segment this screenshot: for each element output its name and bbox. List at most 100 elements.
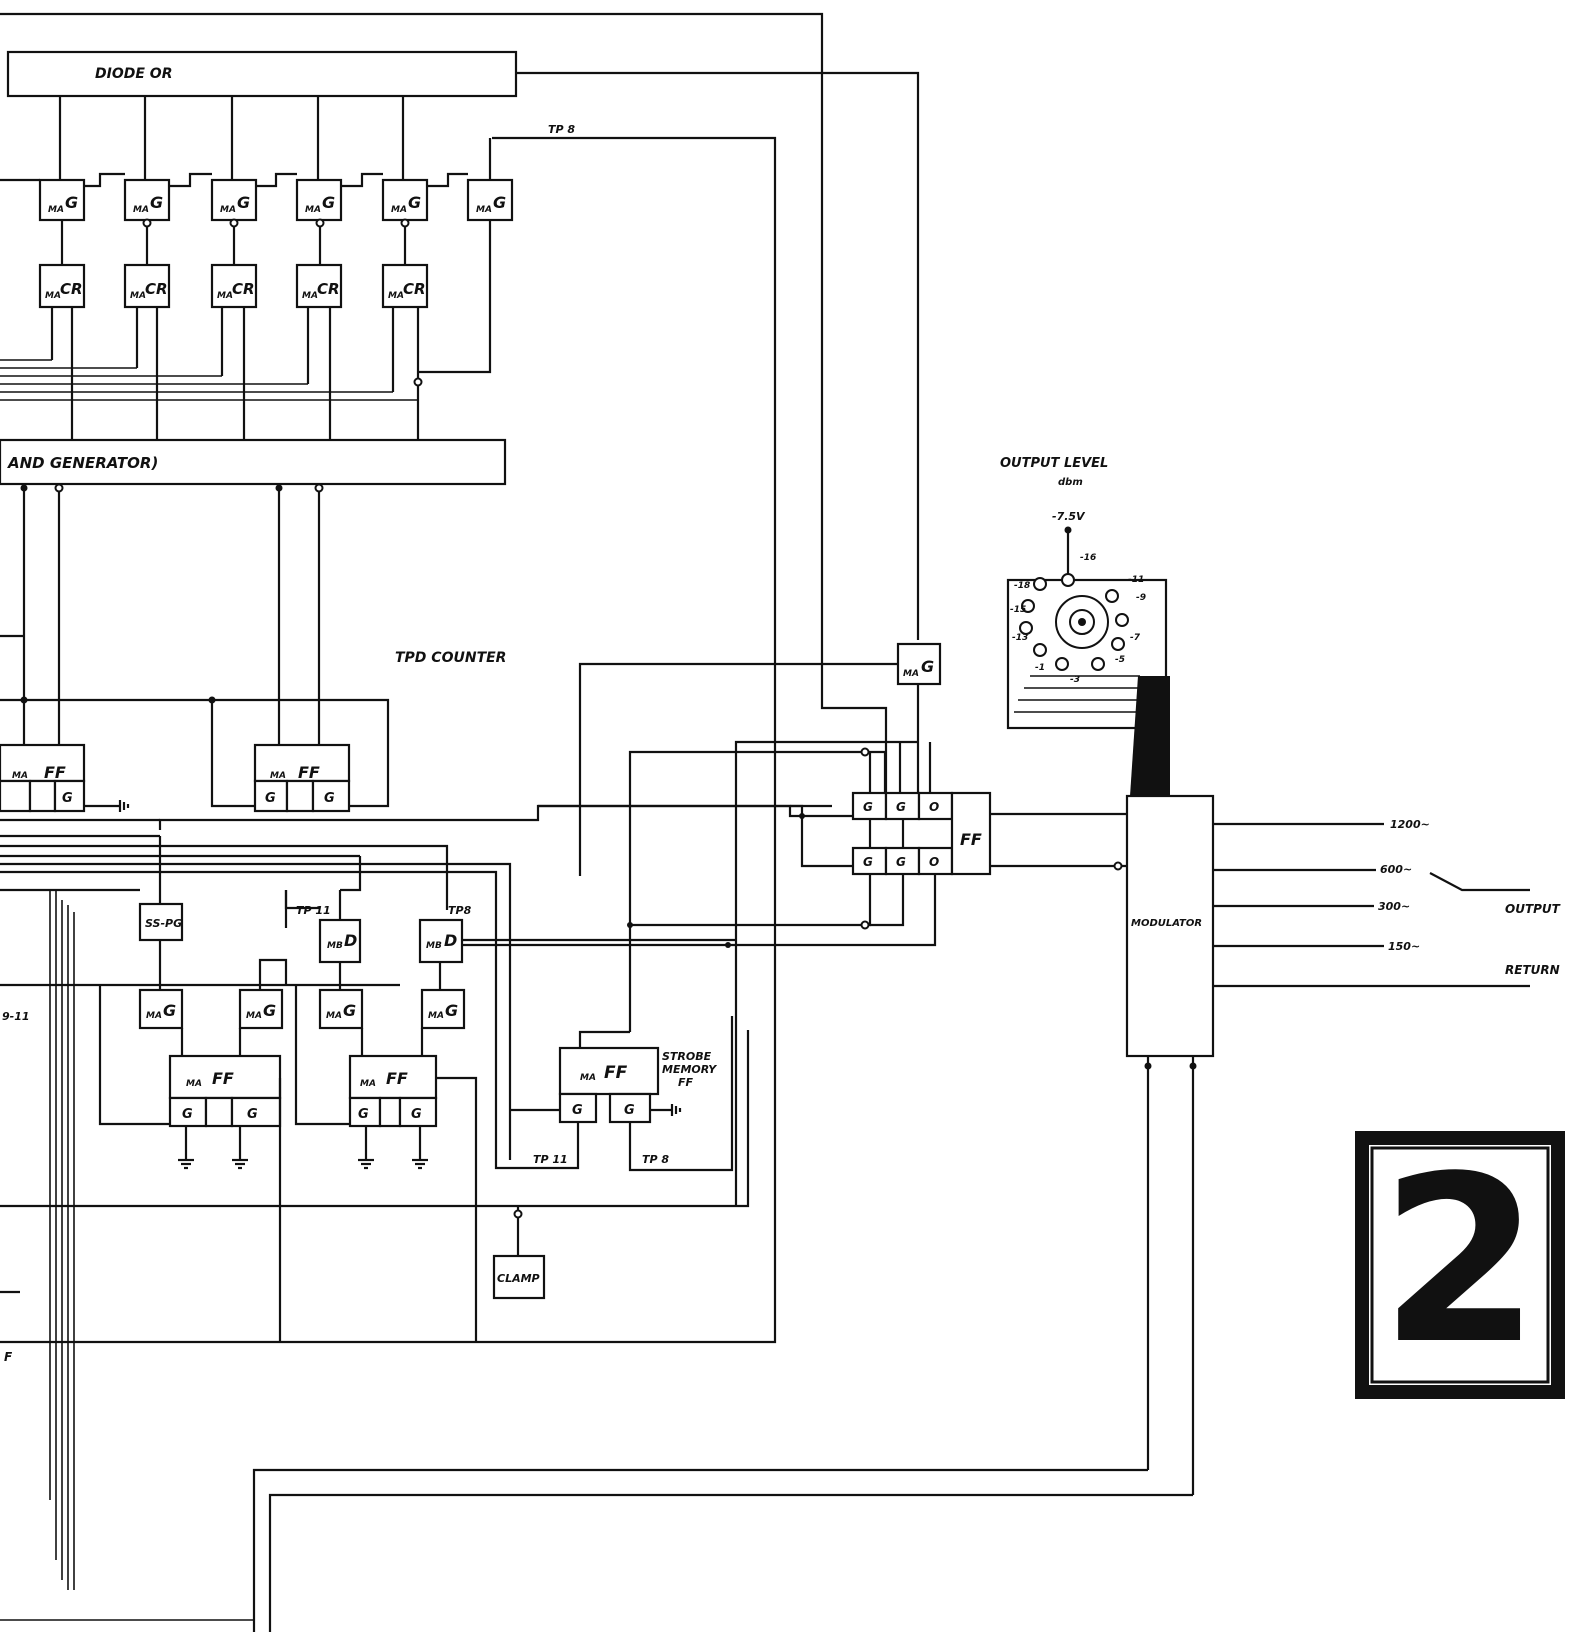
svg-text:G: G bbox=[572, 1103, 583, 1118]
svg-text:G: G bbox=[247, 1107, 258, 1122]
output-1200: 1200~ bbox=[1390, 818, 1430, 831]
diode-or-label: DIODE OR bbox=[95, 66, 172, 82]
svg-text:MA: MA bbox=[326, 1011, 342, 1021]
generator-block: AND GENERATOR) bbox=[0, 438, 507, 486]
svg-text:O: O bbox=[929, 855, 939, 869]
ss-pg-label: SS-PG bbox=[145, 917, 182, 930]
svg-text:G: G bbox=[150, 193, 163, 212]
svg-text:G: G bbox=[324, 791, 335, 806]
svg-text:G: G bbox=[265, 791, 276, 806]
left-input-label: 9-11 bbox=[2, 1010, 30, 1023]
tp11-label-b: TP 11 bbox=[533, 1153, 568, 1166]
svg-text:-1: -1 bbox=[1035, 663, 1045, 673]
svg-text:MA: MA bbox=[133, 205, 149, 215]
svg-text:MA: MA bbox=[217, 291, 233, 301]
svg-text:MB: MB bbox=[426, 941, 442, 951]
modulator-label: MODULATOR bbox=[1131, 918, 1202, 929]
ma-g-output-gate: MA G bbox=[896, 642, 942, 686]
svg-text:G: G bbox=[182, 1107, 193, 1122]
output-lines: 1200~ 600~ 300~ 150~ bbox=[1213, 818, 1530, 988]
svg-text:MA: MA bbox=[12, 771, 28, 781]
svg-text:FF: FF bbox=[44, 763, 66, 782]
svg-text:CR: CR bbox=[232, 280, 255, 298]
svg-text:G: G bbox=[322, 193, 335, 212]
d-gate-left: MB D bbox=[318, 918, 362, 964]
svg-text:MA: MA bbox=[305, 205, 321, 215]
svg-text:FF: FF bbox=[298, 763, 320, 782]
svg-text:MA: MA bbox=[391, 205, 407, 215]
svg-text:G: G bbox=[921, 657, 934, 676]
output-600: 600~ bbox=[1380, 863, 1412, 876]
svg-text:CR: CR bbox=[145, 280, 168, 298]
svg-text:MA: MA bbox=[270, 771, 286, 781]
svg-text:FF: FF bbox=[604, 1063, 628, 1083]
svg-text:MA: MA bbox=[903, 669, 919, 679]
svg-text:-9: -9 bbox=[1136, 593, 1146, 603]
svg-text:G: G bbox=[163, 1001, 176, 1020]
svg-text:G: G bbox=[863, 855, 873, 869]
svg-text:-11: -11 bbox=[1128, 575, 1144, 585]
page-number: 2 bbox=[1380, 1128, 1540, 1395]
svg-text:MA: MA bbox=[302, 291, 318, 301]
diode-or-block: DIODE OR bbox=[6, 50, 518, 98]
svg-text:G: G bbox=[445, 1001, 458, 1020]
svg-text:MA: MA bbox=[246, 1011, 262, 1021]
svg-text:G: G bbox=[65, 193, 78, 212]
svg-text:-16: -16 bbox=[1080, 553, 1096, 563]
svg-text:MA: MA bbox=[45, 291, 61, 301]
svg-text:MB: MB bbox=[327, 941, 343, 951]
tp8-label-a: TP8 bbox=[448, 904, 472, 917]
clamp-block: CLAMP bbox=[492, 1254, 546, 1300]
svg-text:G: G bbox=[863, 800, 873, 814]
output-level-unit: dbm bbox=[1058, 477, 1083, 488]
svg-text:D: D bbox=[344, 931, 357, 950]
svg-text:FF: FF bbox=[212, 1069, 234, 1088]
svg-text:CR: CR bbox=[60, 280, 83, 298]
return-terminal-label: RETURN bbox=[1505, 963, 1560, 977]
tp11-label-a: TP 11 bbox=[296, 904, 331, 917]
left-bus-bundle bbox=[49, 890, 75, 1590]
output-level-label: OUTPUT LEVEL bbox=[1000, 456, 1108, 471]
strobe-memory-label: STROBE MEMORY FF bbox=[662, 1050, 720, 1089]
generator-label: AND GENERATOR) bbox=[7, 454, 158, 472]
output-terminal-label: OUTPUT bbox=[1505, 902, 1561, 916]
clamp-label: CLAMP bbox=[497, 1272, 540, 1285]
svg-text:MA: MA bbox=[130, 291, 146, 301]
svg-text:FF: FF bbox=[960, 830, 982, 849]
svg-text:CR: CR bbox=[403, 280, 426, 298]
svg-text:FF: FF bbox=[386, 1069, 408, 1088]
svg-text:MA: MA bbox=[388, 291, 404, 301]
svg-text:G: G bbox=[896, 800, 906, 814]
svg-text:-15: -15 bbox=[1010, 605, 1026, 615]
ff-lower-left: MA FF G G bbox=[168, 1054, 282, 1128]
svg-text:G: G bbox=[493, 193, 506, 212]
svg-text:G: G bbox=[343, 1001, 356, 1020]
svg-text:MA: MA bbox=[48, 205, 64, 215]
svg-text:G: G bbox=[624, 1103, 635, 1118]
svg-text:G: G bbox=[62, 791, 73, 806]
svg-text:MA: MA bbox=[476, 205, 492, 215]
svg-text:-18: -18 bbox=[1014, 581, 1030, 591]
svg-text:G: G bbox=[411, 1107, 422, 1122]
svg-text:MA: MA bbox=[220, 205, 236, 215]
left-f-label: F bbox=[4, 1350, 13, 1364]
ss-pg-block: SS-PG bbox=[138, 902, 184, 942]
modulator-block: MODULATOR bbox=[1125, 794, 1215, 1058]
tp8-top-label: TP 8 bbox=[548, 123, 575, 136]
output-150: 150~ bbox=[1388, 940, 1420, 953]
svg-text:G: G bbox=[408, 193, 421, 212]
svg-text:MA: MA bbox=[428, 1011, 444, 1021]
svg-text:-5: -5 bbox=[1115, 655, 1125, 665]
tp8-label-b: TP 8 bbox=[642, 1153, 669, 1166]
svg-text:CR: CR bbox=[317, 280, 340, 298]
ff-upper-left: MA FF G bbox=[0, 743, 86, 813]
svg-text:D: D bbox=[444, 931, 457, 950]
ff-upper-right: MA FF G G bbox=[253, 743, 351, 813]
strobe-memory-ff: MA FF G G bbox=[558, 1046, 660, 1124]
g-row-lower: MA G MA G MA G MA G bbox=[138, 988, 466, 1030]
ground-symbols bbox=[118, 800, 682, 1170]
supply-label: -7.5V bbox=[1052, 510, 1086, 523]
svg-text:-7: -7 bbox=[1130, 633, 1141, 643]
svg-text:-3: -3 bbox=[1070, 675, 1080, 685]
